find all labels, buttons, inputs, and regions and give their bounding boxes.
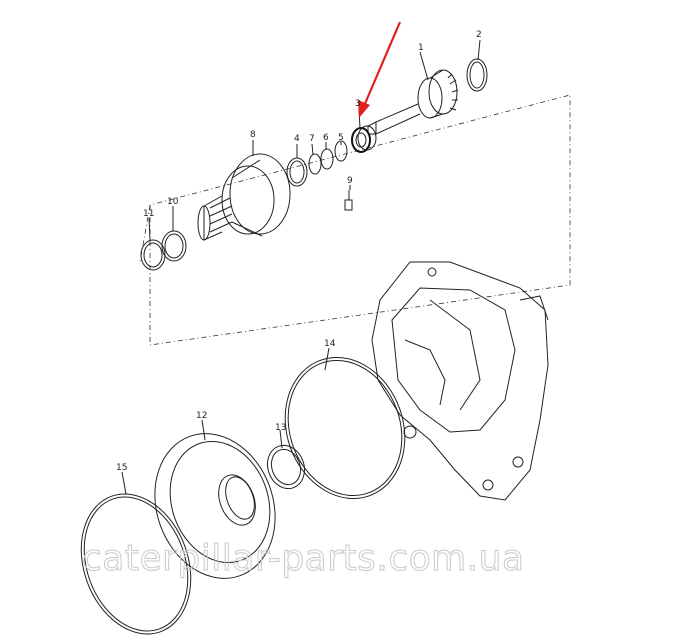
part-4-ring [286, 157, 308, 187]
part-2-ring [466, 58, 488, 92]
callout-13: 13 [275, 423, 286, 433]
callout-9: 9 [347, 176, 353, 186]
callout-15: 15 [116, 463, 127, 473]
callout-1: 1 [418, 43, 424, 53]
part-13-ring [266, 444, 306, 490]
callout-12: 12 [196, 411, 207, 421]
part-11-ring [140, 239, 166, 271]
leader-lines [121, 39, 481, 495]
transmission-housing [371, 261, 549, 501]
part-9-pin [344, 190, 353, 211]
callout-3: 3 [355, 99, 361, 109]
callout-10: 10 [167, 197, 179, 207]
part-10-ring [161, 230, 187, 262]
callout-6: 6 [323, 133, 329, 143]
part-15-seal [80, 493, 192, 635]
callout-2: 2 [476, 30, 482, 40]
part-7-ring [308, 153, 322, 175]
callout-8: 8 [250, 130, 256, 140]
part-14-seal [284, 356, 406, 500]
part-5-ring [334, 140, 348, 162]
part-8-carrier [197, 153, 291, 241]
callout-7: 7 [309, 134, 315, 144]
part-3-bearing [351, 125, 377, 153]
callout-4: 4 [294, 134, 300, 144]
callout-14: 14 [324, 339, 336, 349]
part-6-ring [320, 148, 334, 170]
highlight-arrow [358, 21, 402, 118]
part-1-shaft-gear [367, 69, 459, 135]
watermark-text: caterpillar-parts.com.ua [82, 538, 525, 579]
assembly-outline [139, 94, 571, 346]
part-12-dish [154, 433, 276, 579]
callout-11: 11 [143, 209, 154, 219]
callout-5: 5 [338, 133, 344, 143]
callout-labels: 1 2 3 4 5 6 7 8 9 10 11 12 13 14 15 [116, 30, 482, 473]
